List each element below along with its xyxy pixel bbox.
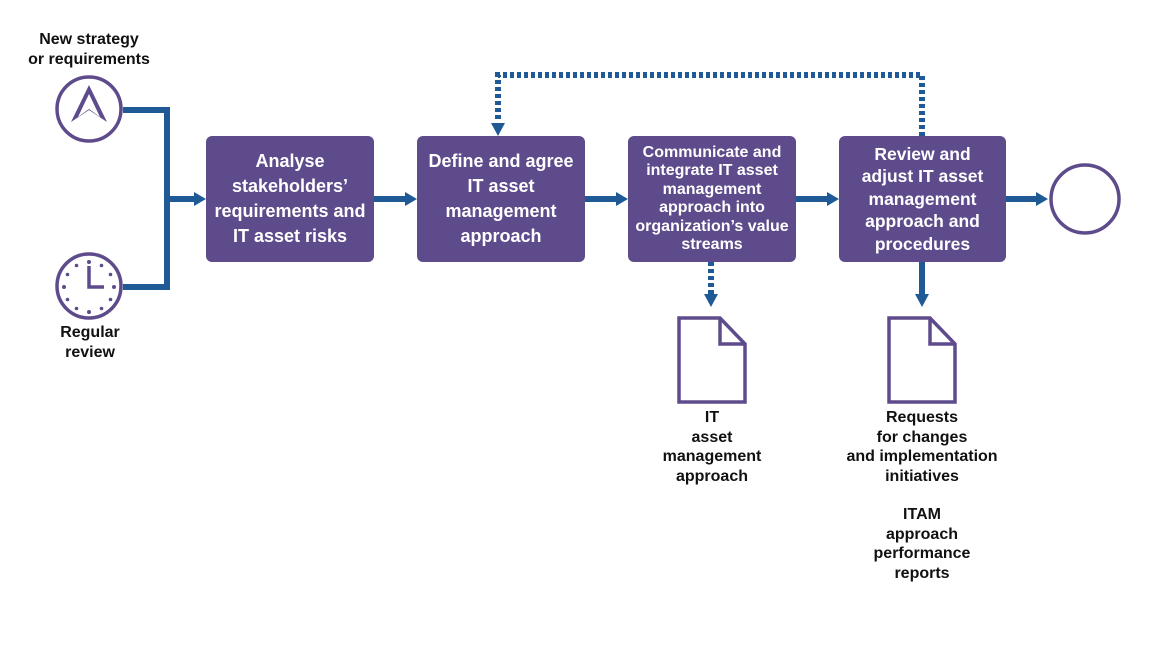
feedback-loop-connector xyxy=(495,72,925,136)
trigger-merge-connector xyxy=(123,107,196,290)
arrow-to-step-1 xyxy=(194,192,206,206)
end-circle-icon xyxy=(1049,163,1121,235)
step-connectors xyxy=(374,196,1036,296)
clock-icon xyxy=(55,252,123,320)
arrow-to-end-event xyxy=(1036,192,1048,206)
strategy-arrow-icon xyxy=(55,75,123,143)
arrow-to-output-1 xyxy=(704,294,718,307)
arrow-to-step-2 xyxy=(405,192,417,206)
output-label-itam-approach: IT asset management approach xyxy=(662,409,762,485)
document-icon xyxy=(677,316,747,404)
document-icon xyxy=(887,316,957,404)
step-analyse-requirements: Analyse stakeholders’ requirements and I… xyxy=(206,136,374,262)
feedback-loop-arrowhead xyxy=(491,123,505,136)
step-communicate-integrate: Communicate and integrate IT asset manag… xyxy=(628,136,796,262)
step-define-approach: Define and agree IT asset management app… xyxy=(417,136,585,262)
output-label-performance-reports: ITAM approach performance reports xyxy=(873,506,971,582)
step-review-adjust: Review and adjust IT asset management ap… xyxy=(839,136,1006,262)
arrow-to-output-2 xyxy=(915,294,929,307)
arrow-to-step-4 xyxy=(827,192,839,206)
output-label-requests-for-changes: Requests for changes and implementation … xyxy=(846,409,998,485)
trigger-label-new-strategy: New strategy or requirements xyxy=(28,31,150,68)
trigger-label-regular-review: Regular review xyxy=(60,324,120,361)
arrow-to-step-3 xyxy=(616,192,628,206)
